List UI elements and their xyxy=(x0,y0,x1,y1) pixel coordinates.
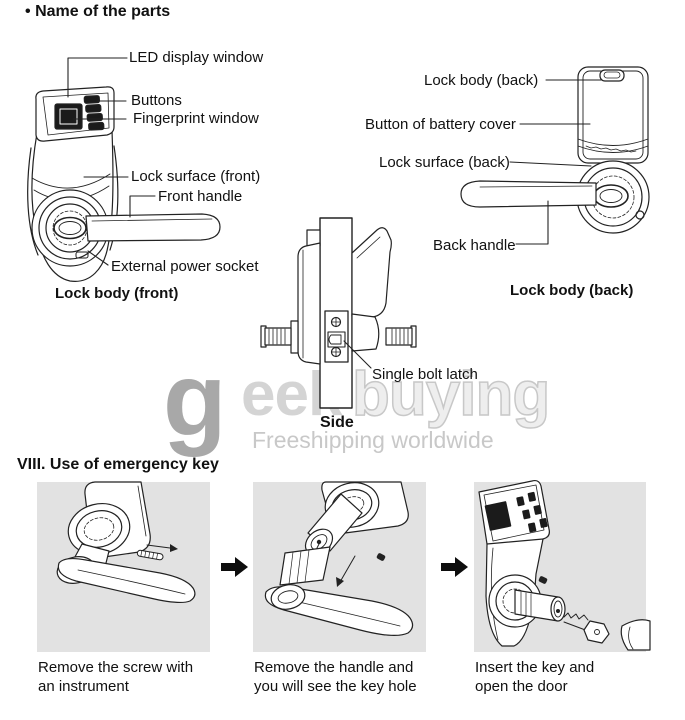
label-lock-surface-back: Lock surface (back) xyxy=(379,154,510,171)
step-2-caption: Remove the handle and you will see the k… xyxy=(254,658,417,696)
step-arrow-1-icon xyxy=(221,557,248,577)
back-handle-shape xyxy=(460,180,597,208)
label-battery-cover-button: Button of battery cover xyxy=(365,116,516,133)
step-arrow-2-icon xyxy=(441,557,468,577)
caption-lock-body-front: Lock body (front) xyxy=(55,285,179,302)
watermark-letter-g: g xyxy=(163,342,227,458)
front-lock-drawing xyxy=(27,86,221,282)
label-lock-surface-front: Lock surface (front) xyxy=(131,168,261,185)
label-led-display-window: LED display window xyxy=(129,49,264,66)
step-1-caption-line2: an instrument xyxy=(38,678,129,695)
bullet-icon: • xyxy=(25,3,31,20)
step-3-drawing xyxy=(478,479,651,651)
step-2-caption-line2: you will see the key hole xyxy=(254,678,417,695)
label-front-handle: Front handle xyxy=(158,188,243,205)
fingerprint-window-shape xyxy=(54,103,83,130)
step-1-caption: Remove the screw with an instrument xyxy=(38,658,193,696)
section-key-heading: VIII. Use of emergency key xyxy=(17,456,219,473)
step-2-drawing xyxy=(264,481,414,636)
latch-callout-line xyxy=(343,340,372,369)
step-3-caption: Insert the key and open the door xyxy=(475,658,594,696)
door-knob-shape xyxy=(620,619,651,651)
led-callout-line xyxy=(67,57,128,98)
emergency-key-steps xyxy=(37,479,651,652)
keypad-grid-shape xyxy=(516,491,548,533)
power-socket-callout-line xyxy=(87,250,109,266)
back-lock-drawing xyxy=(460,66,650,234)
power-socket-shape xyxy=(75,251,89,259)
surface-back-callout-line xyxy=(509,161,592,167)
label-fingerprint-window: Fingerprint window xyxy=(133,110,259,127)
label-single-bolt-latch: Single bolt latch xyxy=(372,366,478,383)
step-3-caption-line2: open the door xyxy=(475,678,568,695)
screw-shape xyxy=(136,549,164,561)
step-1-caption-line1: Remove the screw with xyxy=(38,659,194,676)
step-3-caption-line1: Insert the key and xyxy=(475,659,595,676)
callout-lines xyxy=(67,57,602,369)
front-handle-shape xyxy=(85,213,221,242)
bolt-latch-shape xyxy=(327,331,346,348)
latch-plate-shape xyxy=(324,310,349,363)
back-handle-callout-line xyxy=(515,200,549,245)
step-2-caption-line1: Remove the handle and xyxy=(254,659,414,676)
side-view-drawing xyxy=(260,217,417,409)
caption-lock-body-back: Lock body (back) xyxy=(510,282,634,299)
label-lock-body-back: Lock body (back) xyxy=(424,72,539,89)
label-buttons: Buttons xyxy=(131,92,182,109)
key-shape xyxy=(563,612,610,644)
caption-side: Side xyxy=(320,414,354,431)
label-back-handle: Back handle xyxy=(433,237,516,254)
section-parts-title: Name of the parts xyxy=(35,3,171,20)
label-external-power-socket: External power socket xyxy=(111,258,259,275)
front-handle-callout-line xyxy=(129,195,156,218)
watermark-buying: buying xyxy=(351,360,551,429)
section-parts-heading: • Name of the parts xyxy=(25,3,170,20)
watermark-tagline: Freeshipping worldwide xyxy=(252,427,494,453)
step-1-drawing xyxy=(56,481,196,604)
